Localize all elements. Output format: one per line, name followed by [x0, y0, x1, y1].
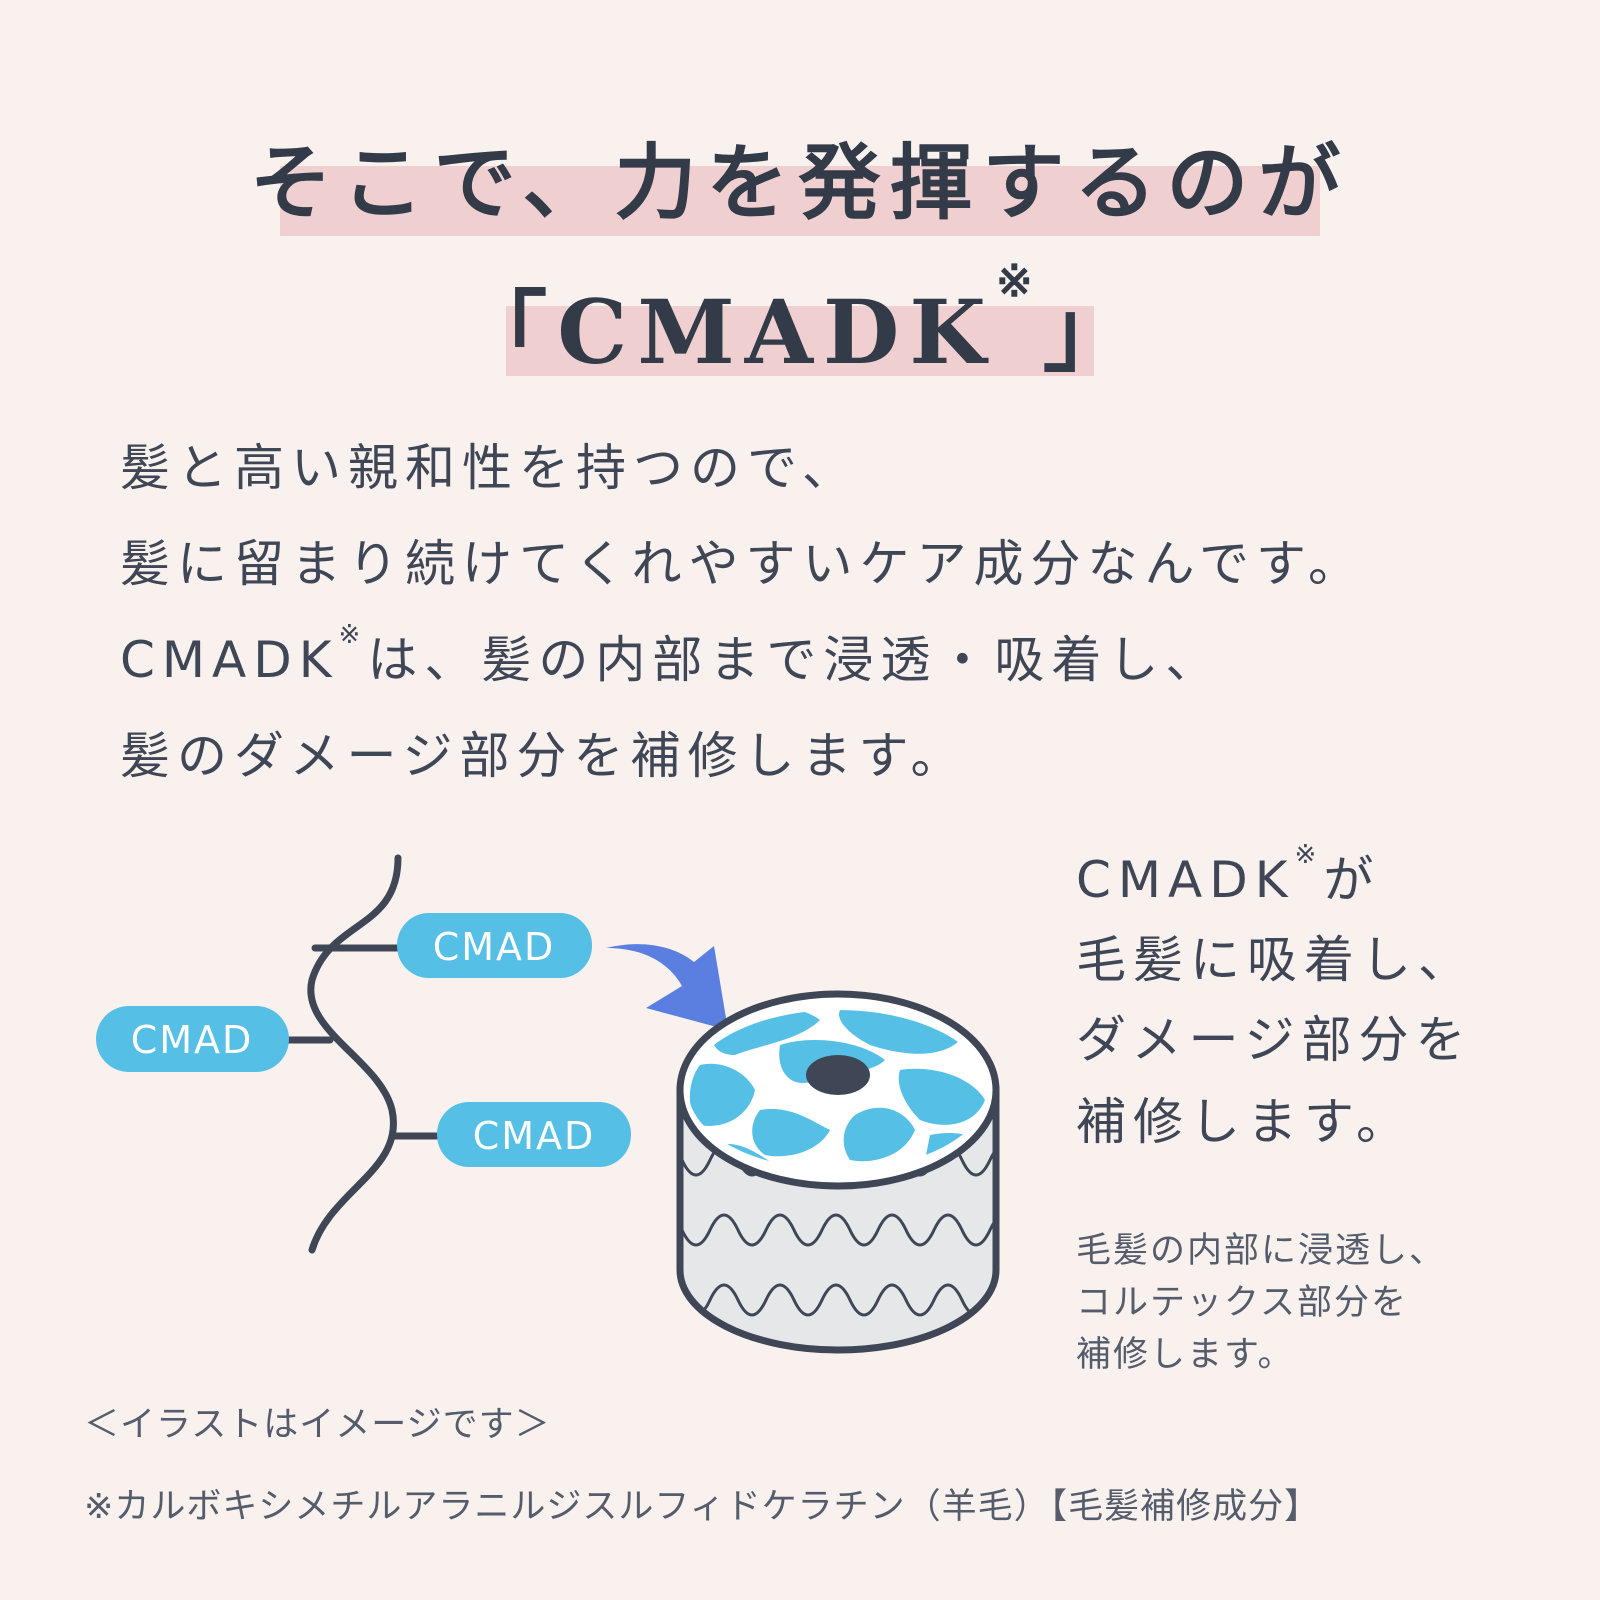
- side-line-2: 毛髪に吸着し、: [1076, 931, 1475, 989]
- cmad-pill-top-label: CMAD: [433, 925, 556, 969]
- footnote-mark: ※: [995, 256, 1043, 307]
- ingredient-name: CMADK: [1076, 851, 1295, 909]
- cmad-pill-bottom-label: CMAD: [473, 1114, 596, 1158]
- headline-line-2: 「CMADK※」: [0, 256, 1600, 389]
- cmad-pill-bottom: CMAD: [437, 1102, 631, 1167]
- side-note-line-2: コルテックス部分を: [1076, 1283, 1408, 1323]
- body-line-4: 髪のダメージ部分を補修します。: [120, 727, 968, 785]
- headline-line-1: そこで、力を発揮するのが: [249, 136, 1351, 231]
- bracket-open: 「: [459, 280, 558, 384]
- arrow-icon: [606, 944, 728, 1030]
- side-line-4: 補修します。: [1076, 1093, 1413, 1151]
- body-line-3-rest: は、髪の内部まで浸透・吸着し、: [367, 631, 1223, 689]
- hair-repair-illustration: CMAD CMAD CMAD: [96, 854, 1000, 1354]
- cmad-pill-top: CMAD: [397, 913, 592, 978]
- cmad-pill-left-label: CMAD: [131, 1018, 254, 1062]
- illustration-note: ＜イラストはイメージです＞: [84, 1405, 551, 1445]
- hair-strand-branches: [283, 854, 444, 1254]
- footnote-mark: ※: [338, 620, 368, 650]
- footnote-mark: ※: [1294, 840, 1324, 870]
- body-line-1: 髪と高い親和性を持つので、: [120, 439, 859, 497]
- bracket-close: 」: [1042, 280, 1141, 384]
- ingredient-name: CMADK: [120, 631, 339, 689]
- side-line-3: ダメージ部分を: [1076, 1011, 1473, 1069]
- side-note-line-3: 補修します。: [1076, 1335, 1295, 1375]
- hair-cross-section: [676, 990, 1000, 1354]
- side-note-line-1: 毛髪の内部に浸透し、: [1076, 1231, 1447, 1271]
- ingredient-name: CMADK: [557, 280, 996, 384]
- body-line-3: CMADK※は、髪の内部まで浸透・吸着し、: [120, 620, 1222, 692]
- body-line-2: 髪に留まり続けてくれやすいケア成分なんです。: [120, 535, 1365, 593]
- side-line-1-rest: が: [1323, 851, 1381, 909]
- medulla-core: [806, 1055, 870, 1095]
- cmad-pill-left: CMAD: [96, 1006, 289, 1072]
- headline-highlight-2: [506, 306, 1094, 376]
- side-line-1: CMADK※が: [1076, 840, 1380, 912]
- ingredient-footnote: ※カルボキシメチルアラニルジスルフィドケラチン（羊毛）【毛髪補修成分】: [84, 1487, 1321, 1527]
- headline-highlight-1: [280, 166, 1320, 236]
